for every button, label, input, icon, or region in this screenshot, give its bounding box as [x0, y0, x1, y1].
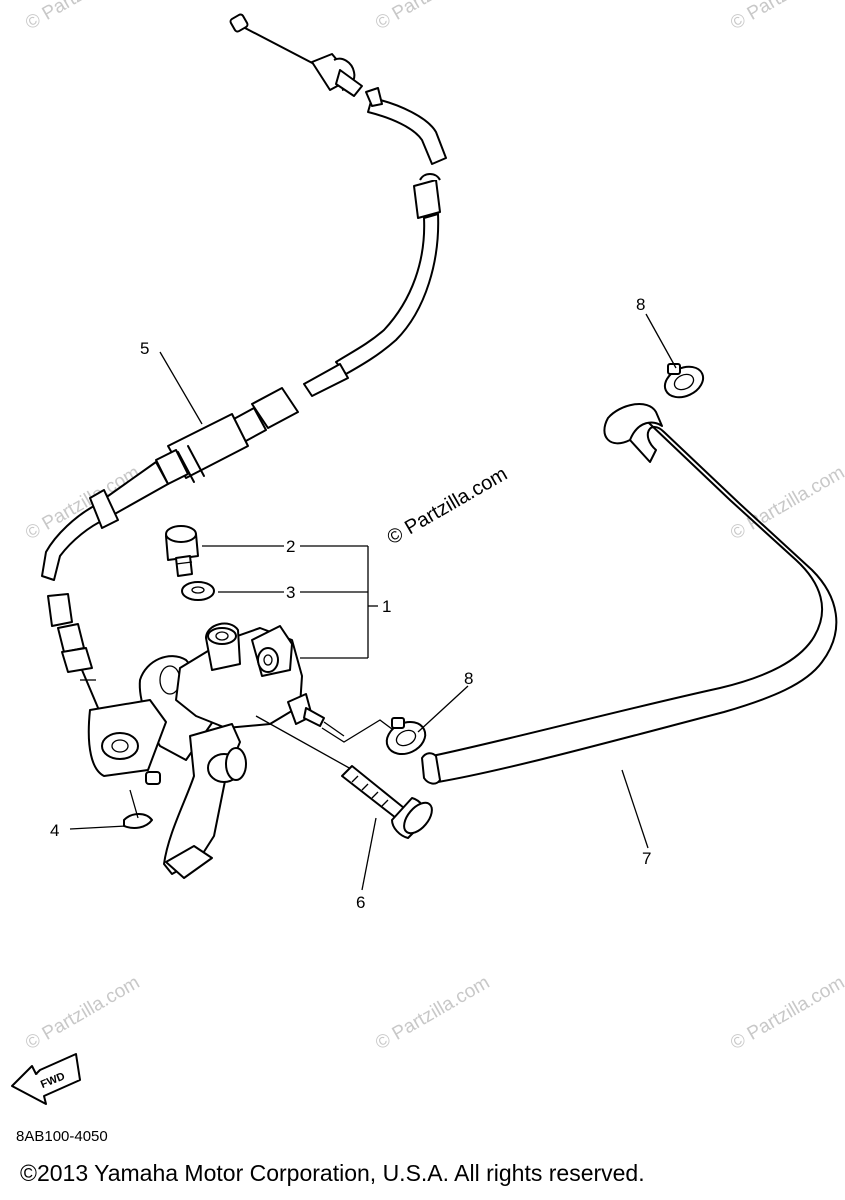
callouts: 1 2 3 4 5 6 7 8 8 [50, 295, 651, 912]
watermark-faint: © Partzilla.com [22, 972, 143, 1054]
diagram-code: 8AB100-4050 [16, 1128, 108, 1145]
callout-1: 1 [382, 597, 391, 616]
callout-5: 5 [140, 339, 149, 358]
watermark-faint: © Partzilla.com [372, 972, 493, 1054]
banjo-bolt [165, 525, 199, 577]
fwd-arrow-icon: FWD [11, 1053, 81, 1105]
hose-clamp-lower [385, 717, 427, 756]
watermark-faint: © Partzilla.com [727, 972, 845, 1054]
callout-6: 6 [356, 893, 365, 912]
hose-clamp-upper [663, 363, 705, 399]
connection-line [321, 719, 397, 743]
gasket-washer [181, 581, 215, 601]
watermark-faint: © Partzilla.com [22, 0, 143, 34]
copyright-notice: ©2013 Yamaha Motor Corporation, U.S.A. A… [20, 1160, 645, 1186]
oil-pump-assembly [87, 622, 345, 879]
watermark-faint: © Partzilla.com [727, 462, 845, 544]
callout-4: 4 [50, 821, 59, 840]
pump-screw [255, 715, 433, 839]
oil-delivery-hose [421, 403, 838, 785]
watermark-faint: © Partzilla.com [372, 0, 493, 34]
callout-7: 7 [642, 849, 651, 868]
callout-8-lower: 8 [464, 669, 473, 688]
callout-8-upper: 8 [636, 295, 645, 314]
callout-2: 2 [286, 537, 295, 556]
callout-3: 3 [286, 583, 295, 602]
watermark-faint: © Partzilla.com [727, 0, 845, 34]
watermark-main: © Partzilla.com [384, 463, 512, 549]
leader-lines [69, 313, 677, 891]
throttle-cable [41, 13, 447, 723]
